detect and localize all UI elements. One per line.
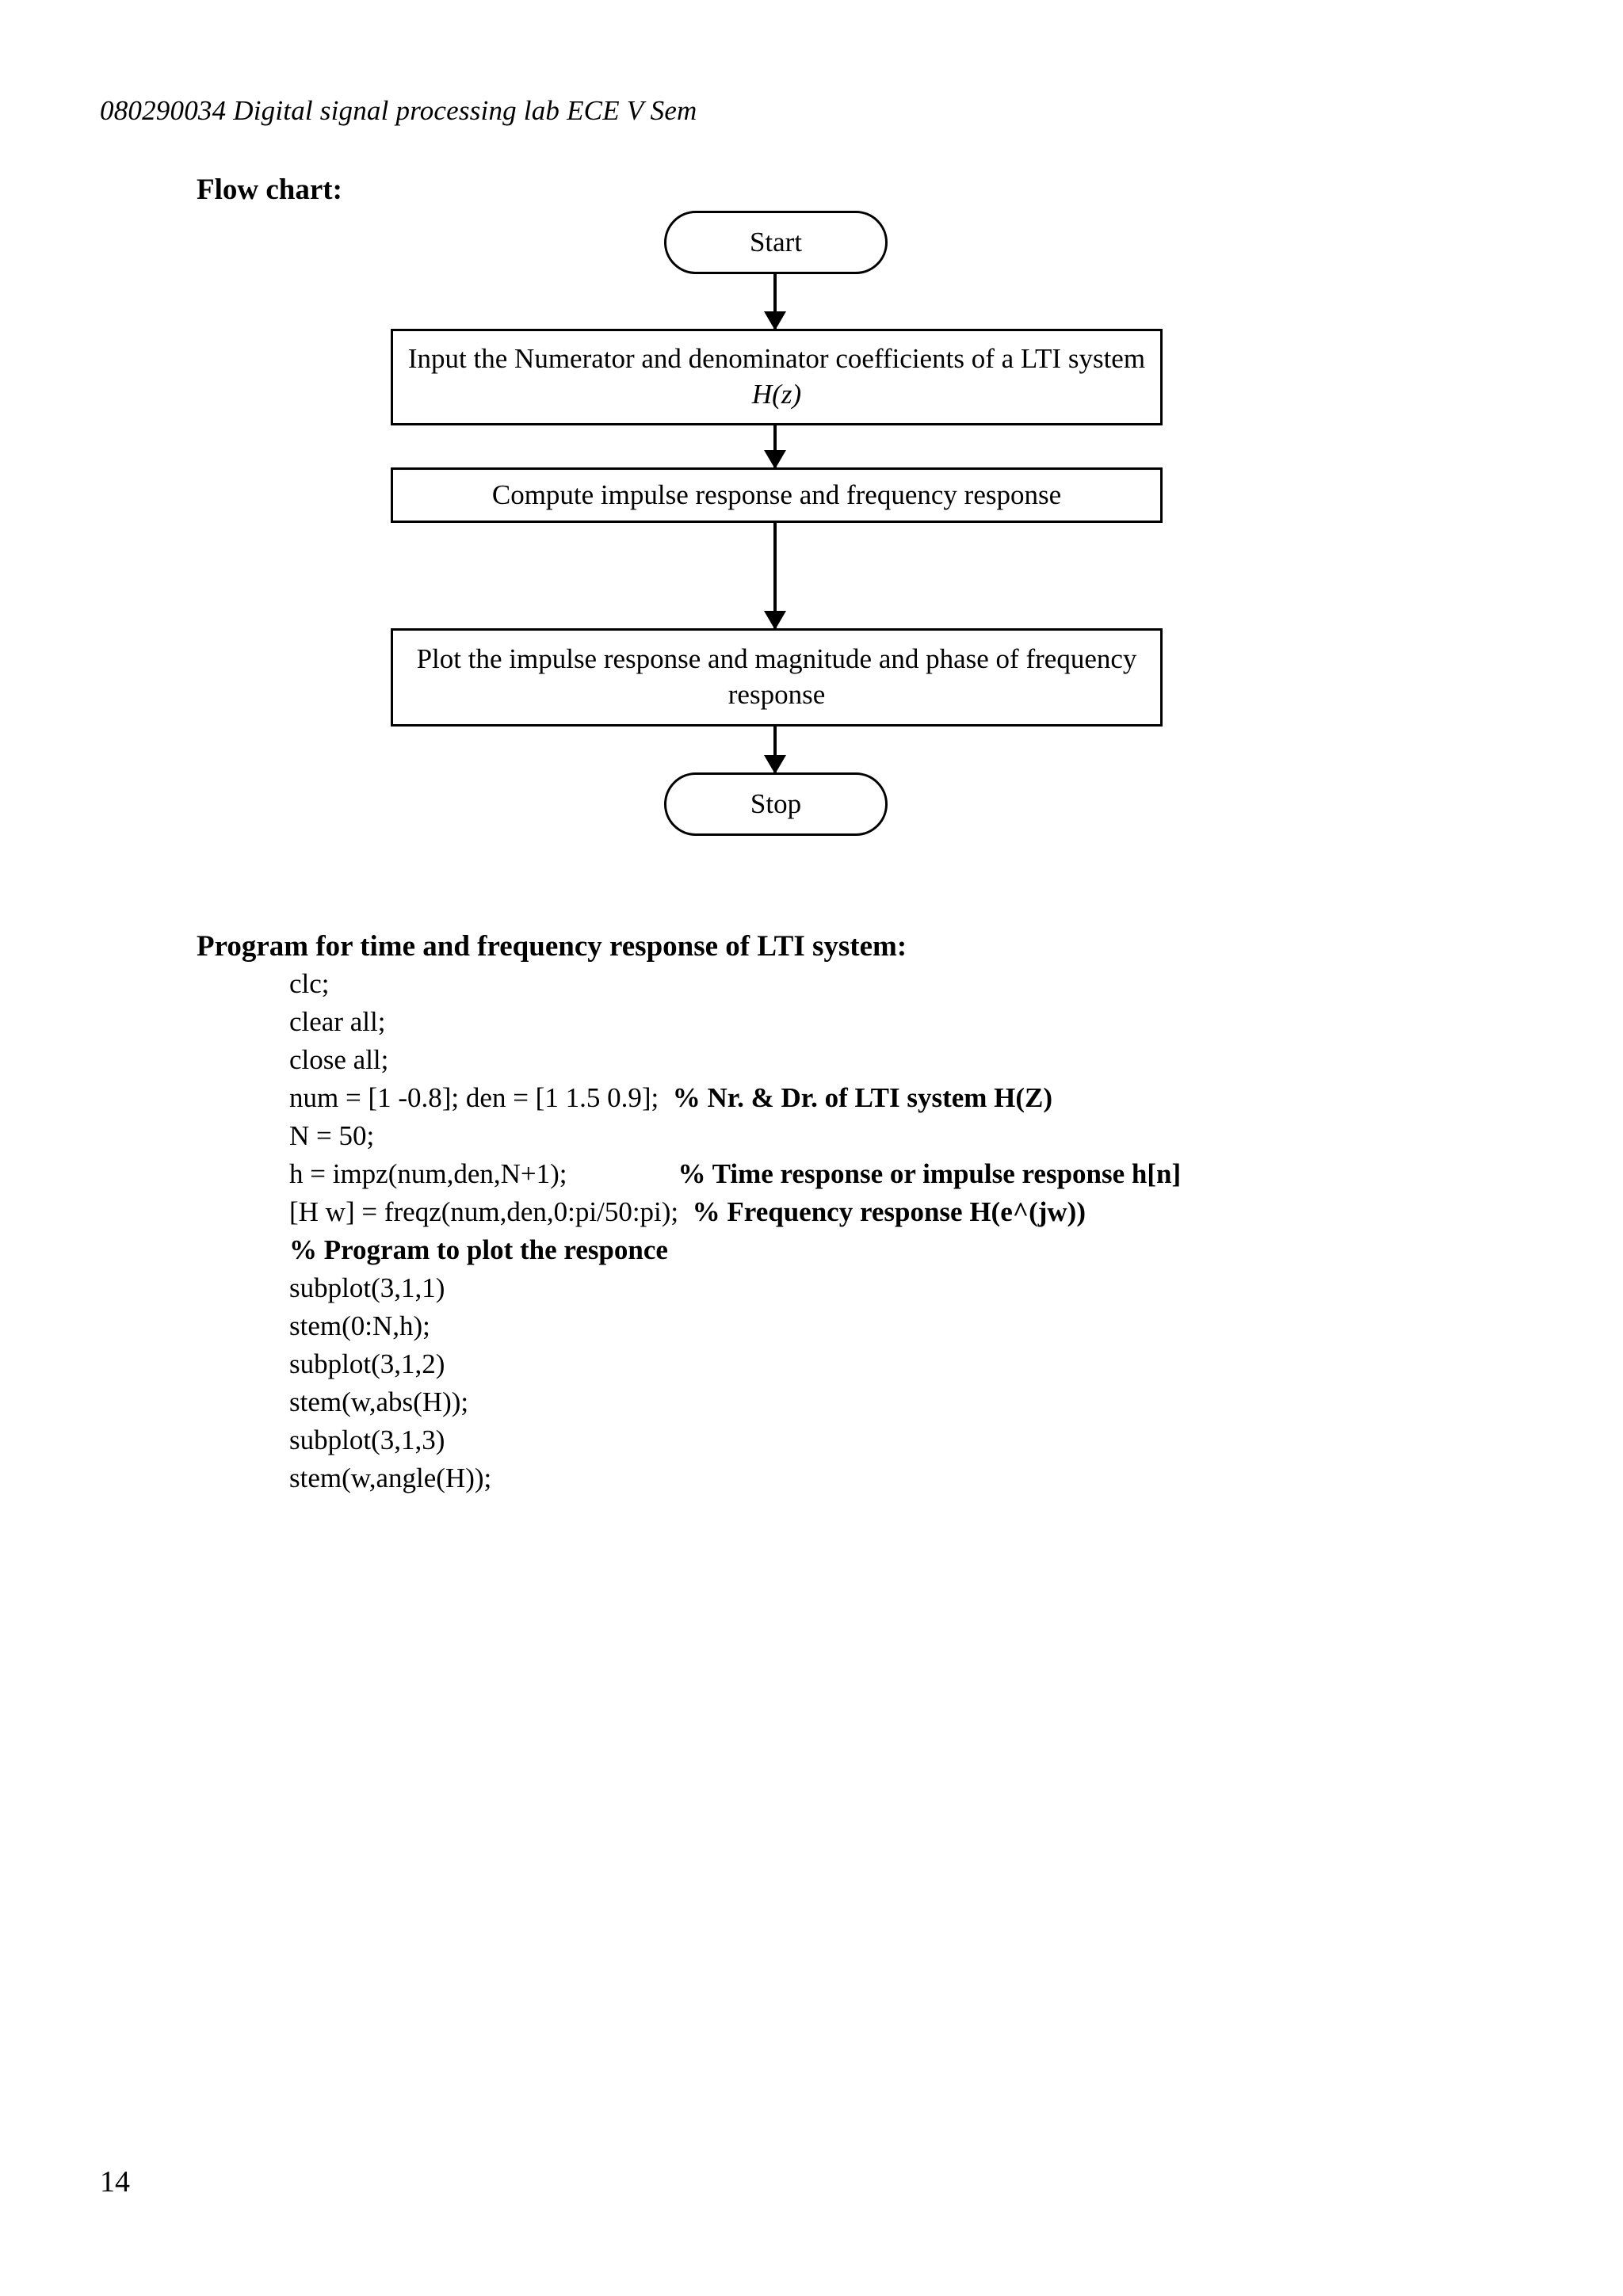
connector-plot-to-stop [764, 727, 786, 774]
code-statement: stem(0:N,h); [289, 1310, 430, 1341]
code-statement: stem(w,abs(H)); [289, 1386, 469, 1417]
flowchart-node-input-line1: Input the Numerator and denominator coef… [407, 343, 1014, 375]
code-line: h = impz(num,den,N+1); % Time response o… [289, 1155, 1181, 1193]
code-line: num = [1 -0.8]; den = [1 1.5 0.9]; % Nr.… [289, 1079, 1181, 1117]
connector-start-to-input [764, 274, 786, 330]
code-statement: num = [1 -0.8]; den = [1 1.5 0.9]; [289, 1082, 673, 1113]
flowchart-node-start-label: Start [749, 226, 803, 257]
code-statement: [H w] = freqz(num,den,0:pi/50:pi); [289, 1196, 693, 1227]
flowchart-node-plot: Plot the impulse response and magnitude … [391, 628, 1163, 727]
code-line: close all; [289, 1041, 1181, 1079]
flowchart-node-input-line2-math: H(z) [751, 379, 802, 410]
flowchart-heading: Flow chart: [197, 174, 342, 206]
code-statement: clc; [289, 968, 330, 999]
flowchart-node-plot-line1: Plot the impulse response and magnitude … [416, 643, 1019, 675]
code-line: subplot(3,1,2) [289, 1345, 1181, 1383]
code-line: [H w] = freqz(num,den,0:pi/50:pi); % Fre… [289, 1193, 1181, 1231]
code-line: stem(w,angle(H)); [289, 1459, 1181, 1497]
code-comment: % Time response or impulse response h[n] [678, 1158, 1182, 1189]
flowchart-node-start: Start [664, 211, 888, 274]
arrowhead-icon [764, 755, 786, 774]
code-line: stem(w,abs(H)); [289, 1383, 1181, 1421]
code-line: % Program to plot the responce [289, 1231, 1181, 1269]
code-line: clc; [289, 965, 1181, 1003]
code-statement: subplot(3,1,2) [289, 1348, 445, 1379]
code-line: subplot(3,1,3) [289, 1421, 1181, 1459]
program-heading: Program for time and frequency response … [197, 930, 907, 963]
page-number: 14 [100, 2165, 130, 2199]
code-comment: % Nr. & Dr. of LTI system H(Z) [672, 1082, 1053, 1113]
code-statement: h = impz(num,den,N+1); [289, 1158, 678, 1189]
document-header: 080290034 Digital signal processing lab … [100, 95, 697, 126]
flowchart-node-input: Input the Numerator and denominator coef… [391, 329, 1163, 425]
code-statement: clear all; [289, 1006, 386, 1037]
code-line: stem(0:N,h); [289, 1307, 1181, 1345]
flowchart-diagram: Start Input the Numerator and denominato… [0, 0, 1623, 887]
code-statement: N = 50; [289, 1120, 375, 1151]
code-statement: stem(w,angle(H)); [289, 1463, 492, 1493]
code-comment: % Program to plot the responce [289, 1234, 668, 1265]
arrowhead-icon [764, 611, 786, 630]
flowchart-node-stop-label: Stop [750, 788, 802, 819]
arrowhead-icon [764, 311, 786, 330]
connector-input-to-compute [764, 425, 786, 469]
code-line: N = 50; [289, 1117, 1181, 1155]
code-statement: close all; [289, 1044, 389, 1075]
flowchart-node-compute: Compute impulse response and frequency r… [391, 467, 1163, 523]
code-line: subplot(3,1,1) [289, 1269, 1181, 1307]
code-statement: subplot(3,1,1) [289, 1272, 445, 1303]
flowchart-node-plot-label: Plot the impulse response and magnitude … [404, 642, 1149, 713]
code-statement: subplot(3,1,3) [289, 1425, 445, 1455]
flowchart-node-plot-line2: frequency response [727, 643, 1137, 710]
code-comment: % Frequency response H(e^(jw)) [692, 1196, 1086, 1227]
arrowhead-icon [764, 450, 786, 469]
flowchart-node-input-label: Input the Numerator and denominator coef… [404, 341, 1149, 413]
connector-compute-to-plot [764, 523, 786, 630]
flowchart-node-input-line2-prefix: LTI system [1020, 343, 1146, 375]
flowchart-node-compute-label: Compute impulse response and frequency r… [491, 479, 1062, 510]
flowchart-node-stop: Stop [664, 772, 888, 836]
code-line: clear all; [289, 1003, 1181, 1041]
program-code-block: clc; clear all; close all; num = [1 -0.8]; … [289, 965, 1181, 1497]
